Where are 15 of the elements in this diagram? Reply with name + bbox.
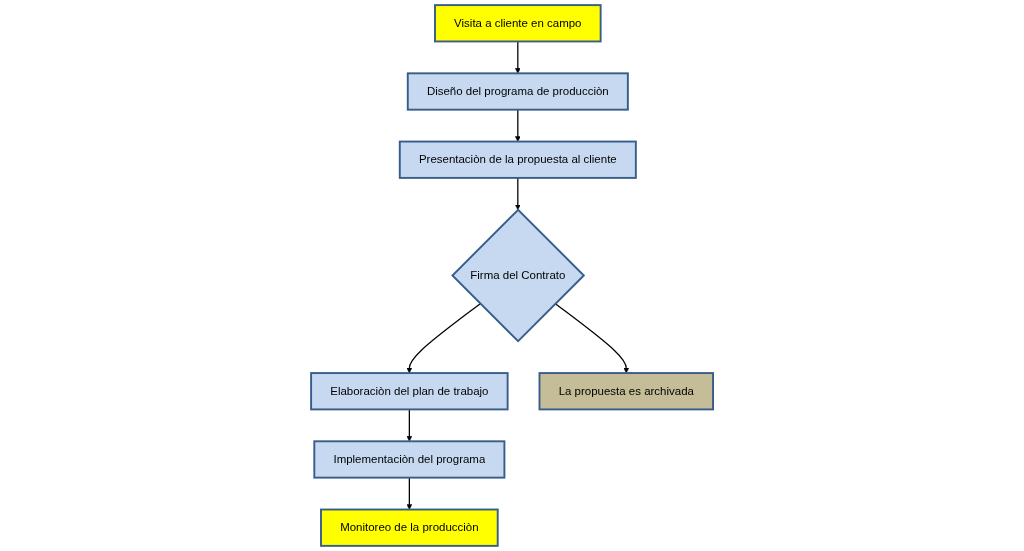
node-box: Elaboraciòn del plan de trabajo [310,372,509,411]
node-box: Presentaciòn de la propuesta al cliente [398,140,637,179]
arrow [406,477,413,510]
node-box: Diseño del programa de producciòn [406,72,629,111]
node-box: Visita a cliente en campo [433,4,602,43]
arrow [406,408,413,442]
arrow [514,177,521,211]
node-box: Monitoreo de la producciòn [319,508,499,547]
arrow [514,109,521,142]
node-box: La propuesta es archivada [538,372,714,411]
arrow [554,303,629,374]
node-diamond: Firma del Contrato [451,208,586,343]
arrow [514,40,521,74]
arrow [406,303,481,374]
node-box: Implementaciòn del programa [313,440,506,479]
